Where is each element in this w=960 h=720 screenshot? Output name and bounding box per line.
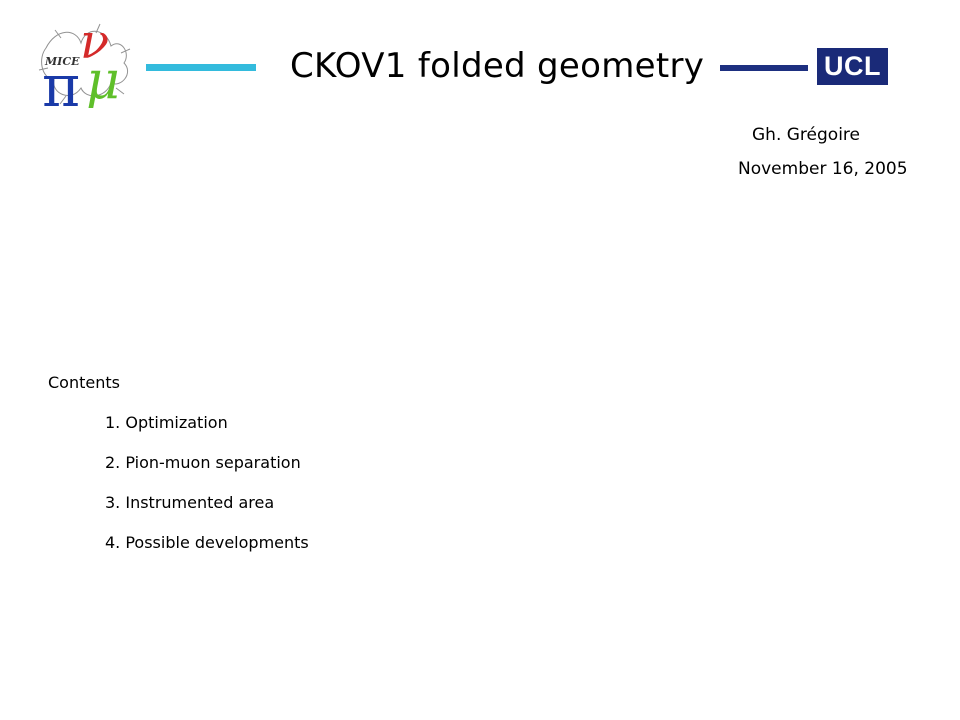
svg-text:ν: ν — [80, 18, 109, 70]
author-name: Gh. Grégoire — [752, 125, 860, 145]
contents-item: 4. Possible developments — [105, 533, 309, 552]
contents-item: 3. Instrumented area — [105, 493, 275, 512]
right-accent-bar — [720, 65, 808, 71]
left-accent-bar — [146, 64, 256, 71]
contents-item: 1. Optimization — [105, 413, 228, 432]
ucl-logo: UCL — [817, 48, 888, 85]
slide-title: CKOV1 folded geometry — [290, 46, 705, 86]
mice-logo: MICE π ν μ — [38, 18, 131, 108]
contents-list: 1. Optimization 2. Pion-muon separation … — [105, 413, 309, 573]
contents-heading: Contents — [48, 373, 120, 392]
svg-text:π: π — [42, 52, 80, 108]
svg-text:μ: μ — [86, 51, 120, 108]
presentation-date: November 16, 2005 — [738, 159, 908, 179]
contents-item: 2. Pion-muon separation — [105, 453, 301, 472]
svg-text:MICE: MICE — [44, 55, 80, 68]
